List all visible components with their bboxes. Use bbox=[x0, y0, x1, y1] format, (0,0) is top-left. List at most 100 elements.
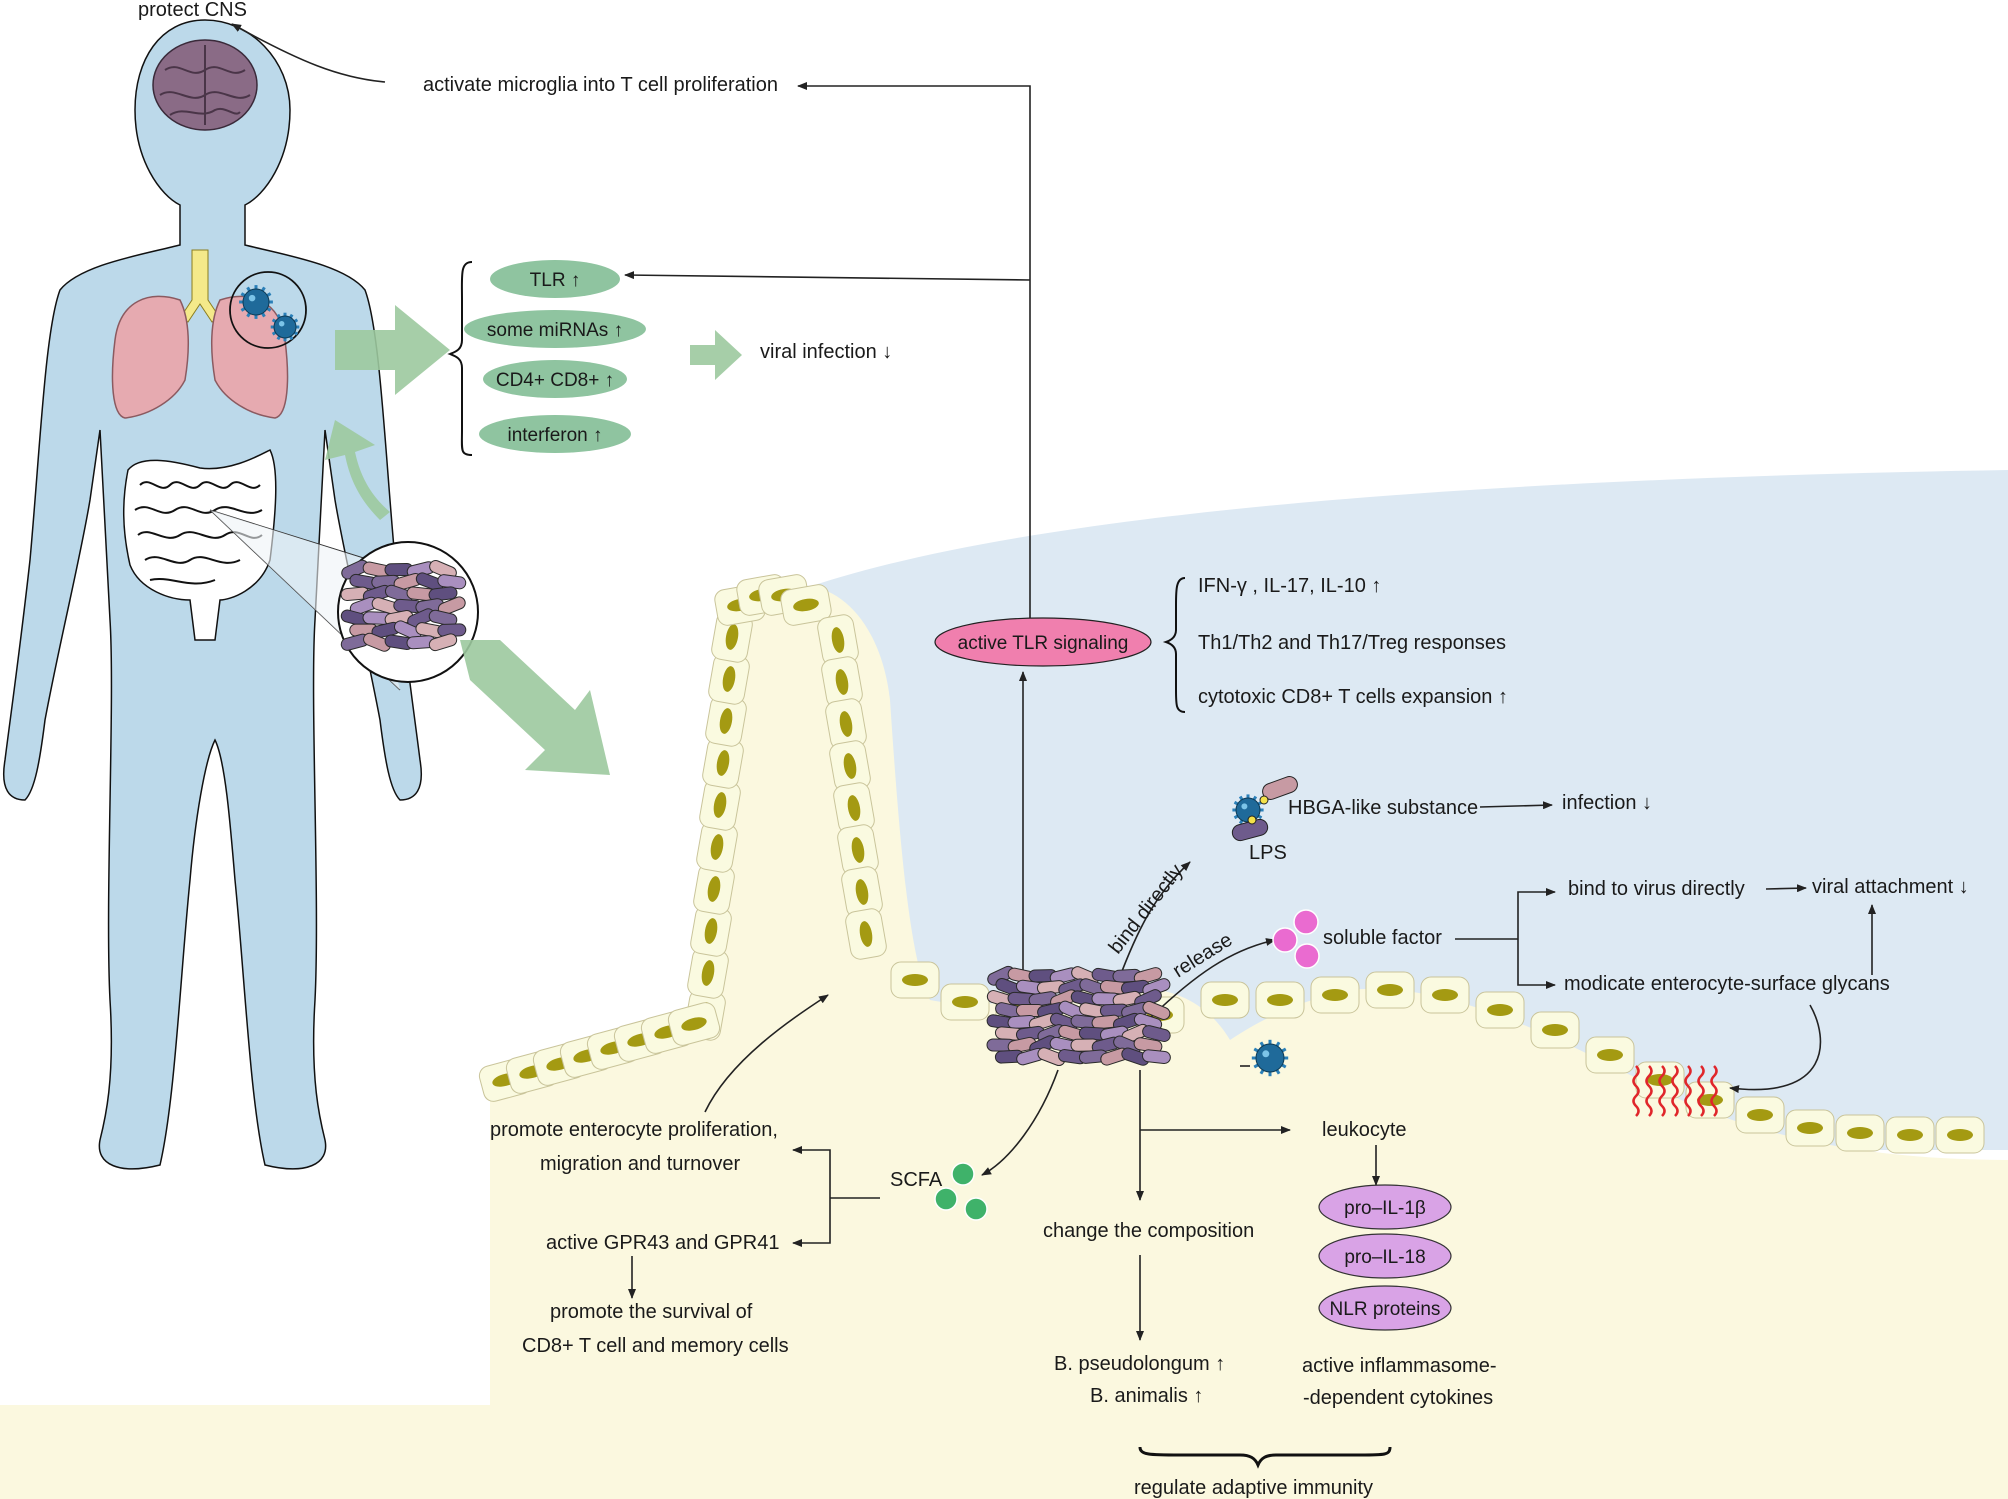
epithelial-cell bbox=[1420, 976, 1470, 1014]
cytokine-label: pro–IL-1β bbox=[1344, 1198, 1426, 1219]
lung-effects-list: TLR ↑some miRNAs ↑CD4+ CD8+ ↑interferon … bbox=[464, 260, 646, 453]
promote-proliferation-label-1: promote enterocyte proliferation, bbox=[490, 1119, 778, 1141]
arrow-to-viral-attachment bbox=[1765, 884, 1807, 893]
lung-effects-brace bbox=[447, 261, 473, 456]
tlr-signaling-label: active TLR signaling bbox=[958, 633, 1129, 654]
infection-label: infection ↓ bbox=[1562, 792, 1652, 814]
bacterium bbox=[428, 586, 458, 602]
epithelial-cell bbox=[1255, 981, 1305, 1019]
epithelial-cell bbox=[780, 584, 832, 626]
arrow-tlr-to-microglia bbox=[797, 82, 1031, 640]
arrow-bacteria-to-scfa bbox=[981, 1069, 1059, 1176]
epithelial-cell bbox=[890, 961, 940, 999]
leukocyte-label: leukocyte bbox=[1322, 1119, 1407, 1141]
cytokine-pill bbox=[1318, 1285, 1452, 1331]
pseudolongum-label: B. pseudolongum ↑ bbox=[1054, 1353, 1225, 1375]
epithelial-cell bbox=[711, 611, 753, 663]
bind-virus-label: bind to virus directly bbox=[1568, 878, 1745, 900]
regulate-label: regulate adaptive immunity bbox=[1134, 1477, 1373, 1499]
epithelial-cell bbox=[817, 614, 859, 666]
cytokine-pill bbox=[1318, 1184, 1452, 1230]
epithelial-cell bbox=[821, 656, 863, 708]
inflammasome-label-2: -dependent cytokines bbox=[1303, 1387, 1493, 1409]
tissue-bottom bbox=[0, 1405, 2008, 1499]
promote-proliferation-label-2: migration and turnover bbox=[540, 1153, 740, 1175]
arrow-release bbox=[1149, 938, 1276, 1019]
regulate-brace bbox=[1138, 1446, 1392, 1469]
lung-effect-pill bbox=[483, 360, 627, 398]
active-gpr-label: active GPR43 and GPR41 bbox=[546, 1232, 779, 1254]
soluble-factor-label: soluble factor bbox=[1323, 927, 1442, 949]
gut-bacteria-cluster bbox=[986, 965, 1171, 1067]
promote-survival-label-1: promote the survival of bbox=[550, 1301, 753, 1323]
arrow-gut-to-zoom bbox=[460, 640, 610, 775]
epithelial-cell bbox=[841, 866, 883, 918]
epithelial-cell bbox=[1685, 1081, 1735, 1119]
arrow-scfa-to-gpr bbox=[792, 1198, 831, 1247]
modicate-label: modicate enterocyte-surface glycans bbox=[1564, 973, 1890, 995]
epithelial-cell bbox=[825, 698, 867, 750]
lung-effect-pill bbox=[479, 415, 631, 453]
bacterium bbox=[428, 609, 458, 627]
bacterium bbox=[428, 633, 458, 652]
arrow-lung-to-effects bbox=[335, 305, 450, 395]
epithelial-cell bbox=[1200, 981, 1250, 1019]
bacterium bbox=[1141, 1049, 1171, 1064]
arrow-gut-to-lung bbox=[325, 420, 390, 520]
brain-folds bbox=[159, 45, 251, 125]
epithelial-cell bbox=[845, 908, 887, 960]
lung-effect-label: interferon ↑ bbox=[507, 425, 602, 446]
epithelial-cell bbox=[1885, 1116, 1935, 1154]
zoom-line bbox=[209, 509, 371, 561]
tlr-brace bbox=[1162, 577, 1186, 713]
cd8-expansion-label: cytotoxic CD8+ T cells expansion ↑ bbox=[1198, 686, 1508, 708]
cytokine-pill bbox=[1318, 1233, 1452, 1279]
epithelial-cell bbox=[1735, 1096, 1785, 1134]
trachea bbox=[179, 249, 221, 323]
virus-zoom-circle bbox=[229, 271, 307, 349]
epithelial-cell bbox=[1585, 1036, 1635, 1074]
epithelial-cell bbox=[699, 779, 741, 831]
lung-effect-label: TLR ↑ bbox=[530, 270, 581, 291]
epithelial-cell bbox=[693, 863, 735, 915]
animalis-label: B. animalis ↑ bbox=[1090, 1385, 1203, 1407]
arrow-to-viral bbox=[690, 330, 742, 380]
promote-survival-label-2: CD8+ T cell and memory cells bbox=[522, 1335, 789, 1357]
epithelial-cell bbox=[940, 983, 990, 1021]
arrow-proliferation-curve bbox=[704, 994, 829, 1113]
epithelial-cell bbox=[1530, 1011, 1580, 1049]
epithelial-cell bbox=[1935, 1116, 1985, 1154]
cytokine-label: pro–IL-18 bbox=[1344, 1247, 1425, 1268]
bacterium bbox=[1142, 1000, 1171, 1020]
epithelial-cell bbox=[1365, 971, 1415, 1009]
virus-icon bbox=[239, 285, 300, 342]
epithelial-cell bbox=[1310, 976, 1360, 1014]
change-composition-label: change the composition bbox=[1043, 1220, 1254, 1242]
epithelial-cell bbox=[837, 824, 879, 876]
arrow-scfa-to-proliferation bbox=[792, 1146, 831, 1198]
glycans-icon bbox=[1632, 1065, 1718, 1117]
lung-effect-pill bbox=[464, 310, 646, 348]
ifn-label: IFN-γ , IL-17, IL-10 ↑ bbox=[1198, 575, 1381, 597]
arrow-hbga-to-infection bbox=[1479, 801, 1553, 810]
arrow-to-bind-virus bbox=[1517, 888, 1556, 939]
bacterium bbox=[1133, 967, 1163, 985]
epithelial-cell bbox=[696, 821, 738, 873]
bacterium bbox=[1142, 1025, 1171, 1042]
lps-label: LPS bbox=[1249, 842, 1287, 864]
human-body bbox=[3, 19, 479, 1170]
hbga-lps-icon bbox=[1231, 776, 1298, 842]
th-responses-label: Th1/Th2 and Th17/Treg responses bbox=[1198, 632, 1506, 654]
intestine-icon bbox=[123, 448, 277, 641]
lung-effect-label: CD4+ CD8+ ↑ bbox=[496, 370, 614, 391]
protect-cns-label: protect CNS bbox=[138, 0, 247, 21]
epithelial-cell bbox=[667, 1002, 721, 1046]
virus-icon bbox=[1251, 1039, 1289, 1077]
cytokine-label: NLR proteins bbox=[1330, 1299, 1441, 1320]
hbga-label: HBGA-like substance bbox=[1288, 797, 1478, 819]
left-lung bbox=[111, 295, 190, 419]
scfa-label: SCFA bbox=[890, 1169, 943, 1191]
tlr-signaling-pill bbox=[934, 617, 1152, 667]
activate-microglia-label: activate microglia into T cell prolifera… bbox=[423, 74, 778, 96]
